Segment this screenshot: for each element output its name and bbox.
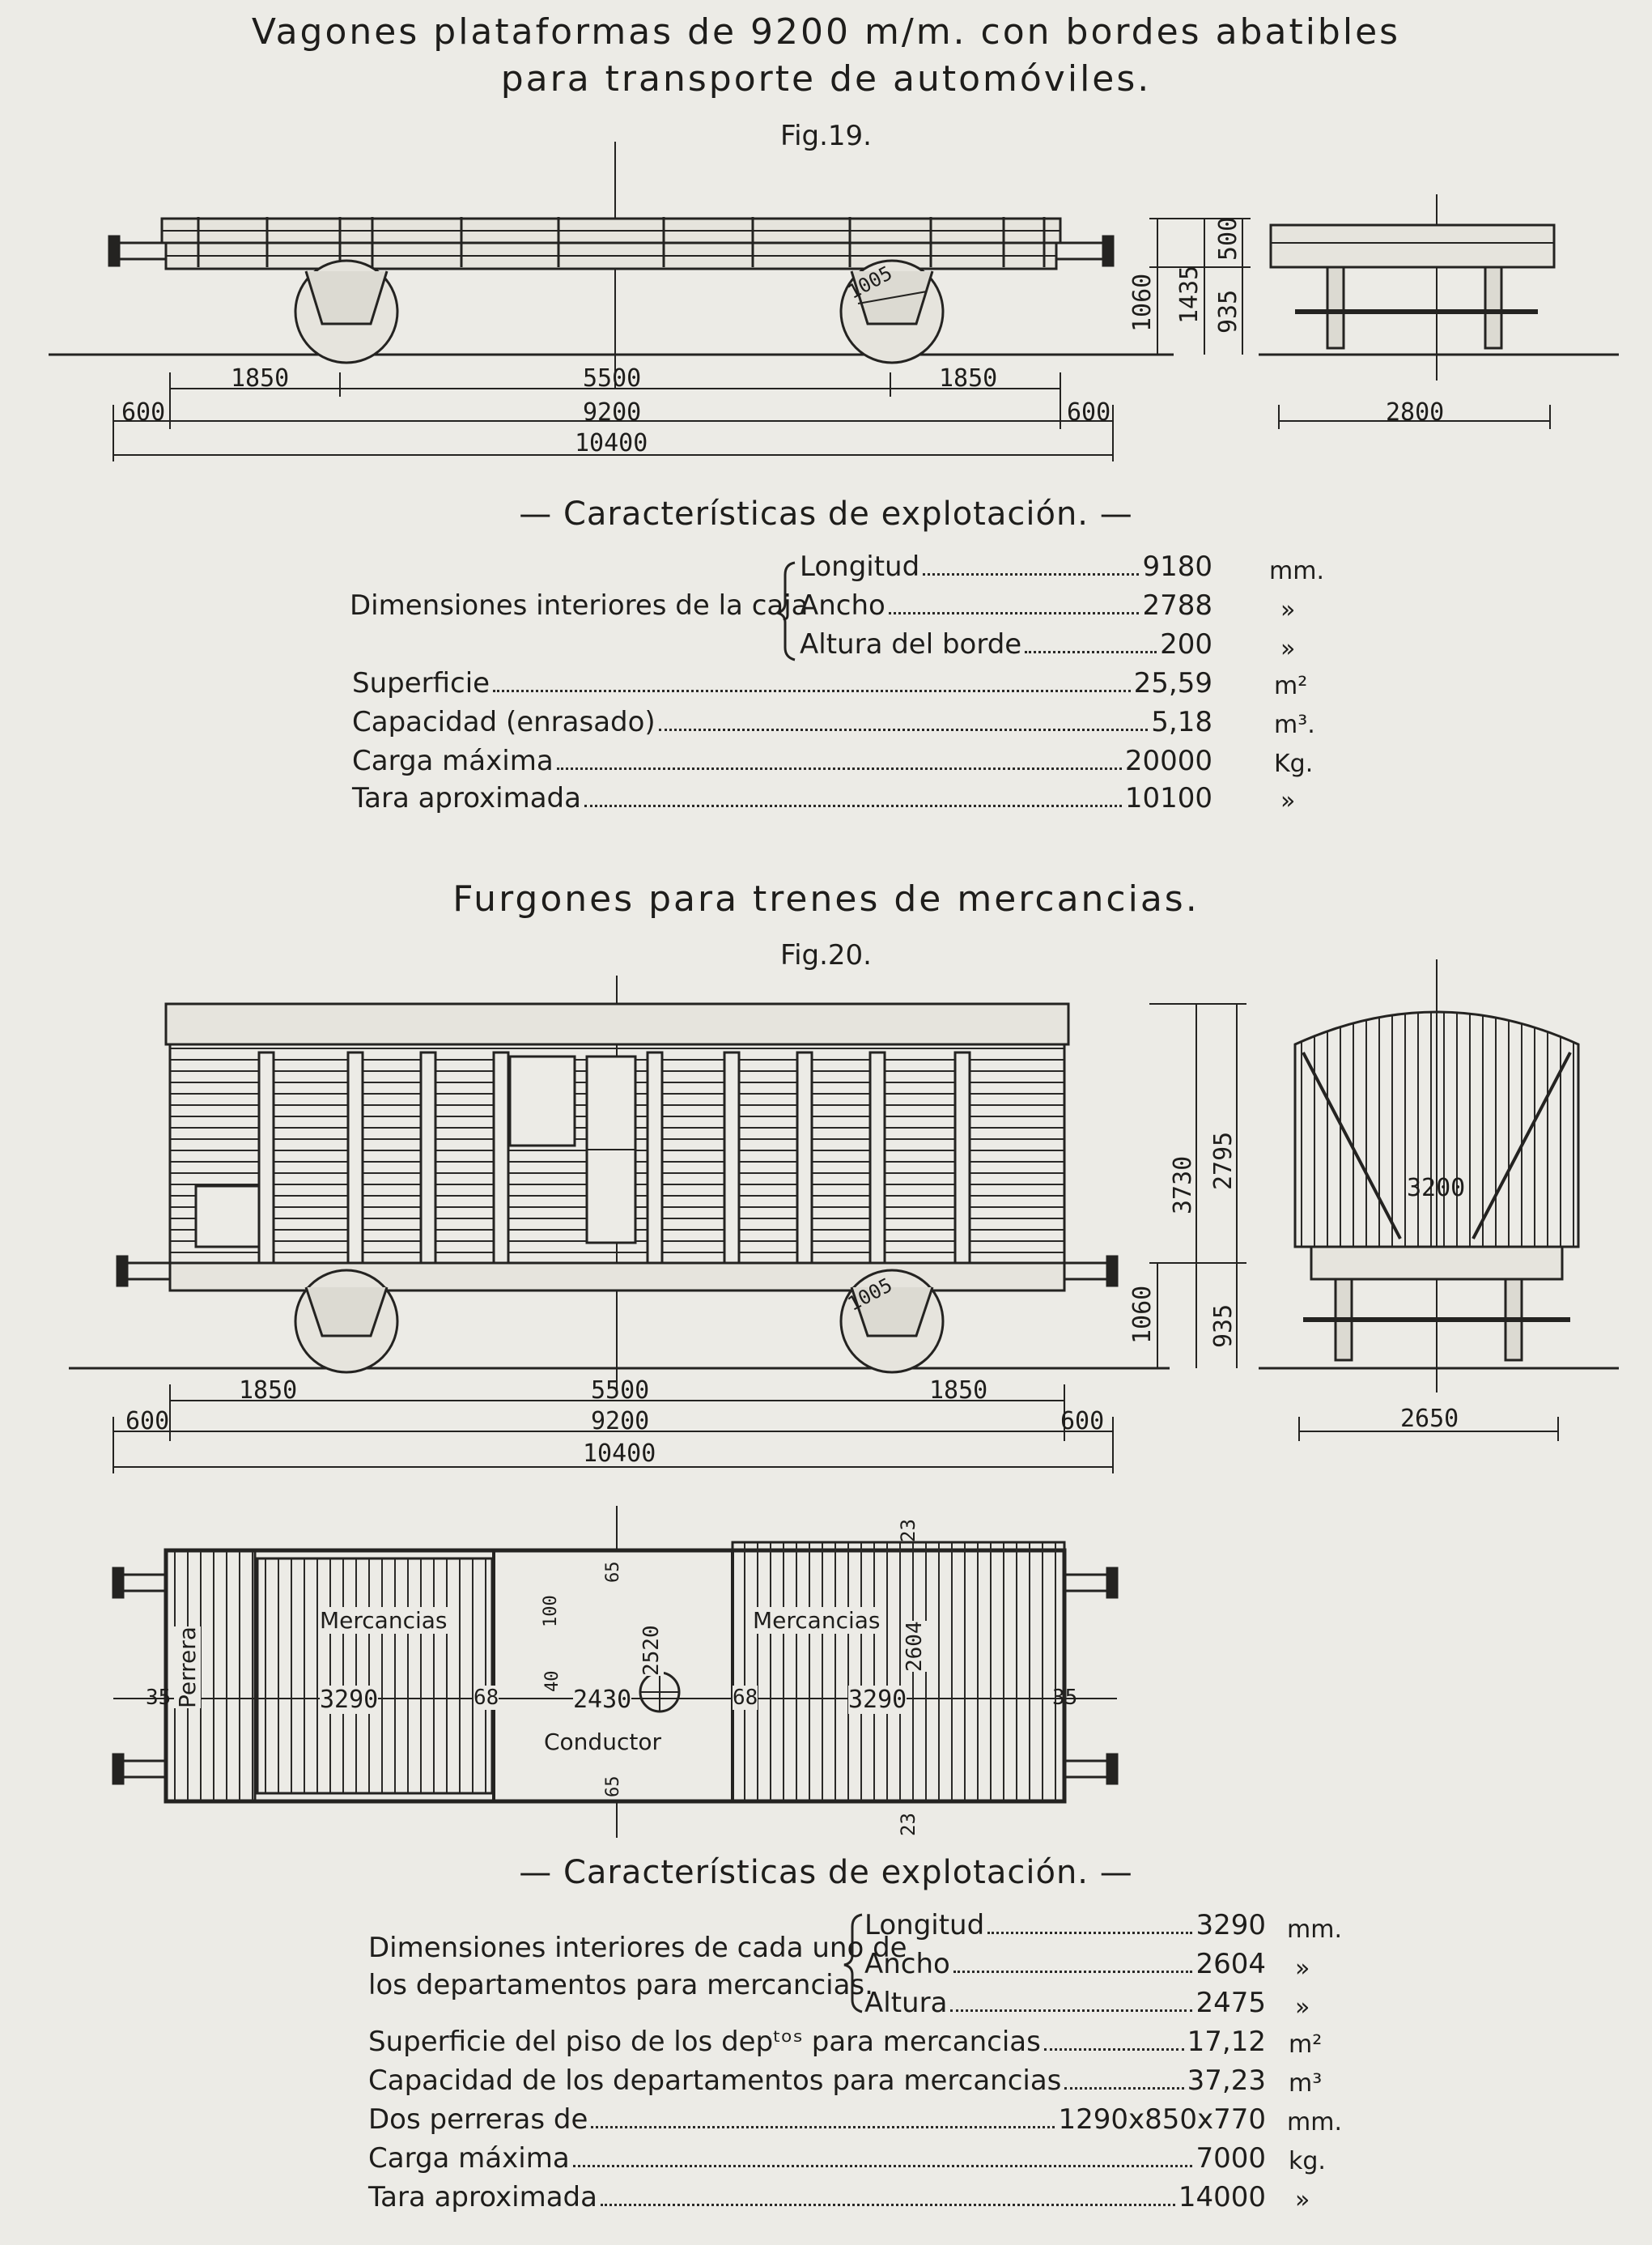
fig20-section-title: — Características de explotación. —: [519, 1854, 1133, 1891]
plan-d-68-left: 68: [474, 1686, 499, 1710]
fig20-unit-tara: »: [1295, 2186, 1310, 2214]
plan-d-23-top: 23: [897, 1519, 919, 1542]
fig20-unit-altura: »: [1295, 1993, 1310, 2022]
fig19-label: Fig.19.: [780, 120, 872, 152]
fig20-dim-overall: 10400: [583, 1439, 656, 1468]
plan-d-35-right: 35: [1052, 1686, 1078, 1710]
fig19-end-view: [1259, 194, 1619, 429]
plan-d-35-left: 35: [146, 1686, 172, 1710]
fig19-dim-body: 9200: [583, 398, 642, 427]
plan-d-68-right: 68: [733, 1686, 758, 1710]
fig20-dim-wheelbase-b: 1850: [929, 1376, 988, 1405]
fig19-dim-h-total: 1435: [1175, 265, 1204, 324]
fig20-dim-h-floor: 1060: [1128, 1285, 1157, 1344]
fig19-dim-h-border: 500: [1214, 216, 1242, 261]
fig20-unit-longitud: mm.: [1287, 1915, 1342, 1944]
fig19-dim-overhang-right: 600: [1067, 398, 1111, 427]
plan-d-23-bottom: 23: [897, 1813, 919, 1836]
plan-w-2520: 2520: [639, 1625, 664, 1676]
plan-conductor: Conductor: [544, 1728, 661, 1755]
fig19-dim-h-lower: 935: [1214, 289, 1242, 334]
plan-merc-right: Mercancias: [753, 1607, 881, 1634]
fig20-unit-perreras: mm.: [1287, 2108, 1342, 2137]
plan-d-100: 100: [541, 1595, 561, 1627]
fig20-interior-label-2: los departamentos para mercancias.: [368, 1969, 873, 2001]
fig19-dim-overall: 10400: [575, 429, 648, 457]
fig20-spec-capacidad: Capacidad de los departamentos para merc…: [368, 2064, 1266, 2097]
fig19-unit-altura: »: [1280, 635, 1296, 663]
fig19-unit-tara: »: [1280, 787, 1296, 815]
fig20-plan-view: [112, 1506, 1119, 1838]
fig19-unit-superficie: m²: [1274, 672, 1308, 700]
fig20-dim-width: 2650: [1400, 1405, 1459, 1433]
fig19-title-line2: para transporte de automóviles.: [500, 58, 1152, 100]
fig19-title-line1: Vagones plataformas de 9200 m/m. con bor…: [251, 11, 1401, 53]
fig20-dim-inner-width: 3200: [1407, 1174, 1466, 1202]
plan-d-40: 40: [542, 1670, 563, 1692]
fig19-unit-ancho: »: [1280, 596, 1296, 624]
fig19-dim-center: 5500: [583, 364, 642, 393]
fig19-interior-label: Dimensiones interiores de la caja: [350, 589, 809, 622]
plan-center-len: 2430: [573, 1686, 632, 1714]
plan-d-65-top: 65: [603, 1561, 623, 1583]
plan-d-65-bottom: 65: [603, 1775, 623, 1797]
fig19-dim-overhang-left: 600: [121, 398, 166, 427]
fig20-dim-wheelbase-a: 1850: [239, 1376, 298, 1405]
fig20-side-view: [69, 976, 1246, 1473]
fig20-end-view: [1259, 959, 1619, 1441]
fig20-dim-h-body: 2795: [1209, 1131, 1238, 1190]
fig19-dim-wheelbase-b: 1850: [939, 364, 998, 393]
fig20-unit-carga: kg.: [1289, 2147, 1326, 2175]
fig19-side-view: [49, 142, 1251, 461]
plan-len-right: 3290: [848, 1686, 907, 1714]
plan-len-left: 3290: [320, 1686, 379, 1714]
plan-perrera: Perrera: [174, 1626, 201, 1708]
fig20-dim-h-total: 3730: [1169, 1155, 1197, 1214]
fig19-dim-wheelbase-a: 1850: [231, 364, 290, 393]
fig19-section-title: — Características de explotación. —: [519, 495, 1133, 533]
fig20-dim-body: 9200: [591, 1407, 650, 1435]
fig19-dim-h-floor: 1060: [1128, 273, 1157, 332]
fig20-label: Fig.20.: [780, 939, 872, 972]
fig19-spec-capacidad: Capacidad (enrasado)5,18: [352, 706, 1212, 738]
fig20-dim-h-lower: 935: [1209, 1303, 1238, 1348]
fig20-unit-capacidad: m³: [1289, 2069, 1323, 2098]
fig20-dim-center: 5500: [591, 1376, 650, 1405]
fig19-unit-capacidad: m³.: [1274, 711, 1315, 739]
plan-w-2604: 2604: [902, 1621, 927, 1672]
plan-merc-left: Mercancias: [320, 1607, 448, 1634]
fig20-unit-ancho: »: [1295, 1954, 1310, 1983]
fig19-dim-width: 2800: [1386, 398, 1445, 427]
fig19-unit-longitud: mm.: [1269, 557, 1324, 585]
fig20-dim-overhang-right: 600: [1060, 1407, 1105, 1435]
fig20-spec-superficie: Superficie del piso de los depᵗᵒˢ para m…: [368, 2026, 1266, 2058]
fig19-unit-carga: Kg.: [1274, 750, 1314, 778]
fig20-title: Furgones para trenes de mercancias.: [452, 878, 1200, 920]
fig20-dim-overhang-left: 600: [125, 1407, 170, 1435]
fig20-unit-superficie: m²: [1289, 2030, 1323, 2059]
fig20-interior-label-1: Dimensiones interiores de cada uno de: [368, 1932, 907, 1964]
